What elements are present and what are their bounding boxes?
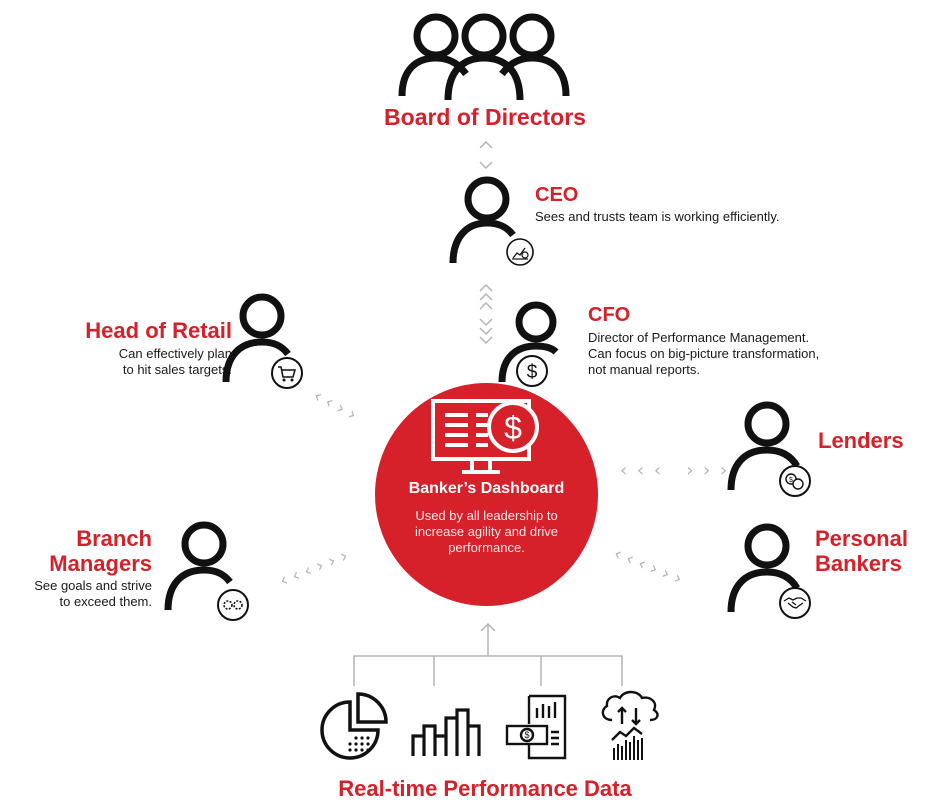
hub-desc-line: performance. <box>448 540 525 555</box>
branch-desc: See goals and strive to exceed them. <box>0 578 152 610</box>
hub-title: Banker’s Dashboard <box>408 480 565 497</box>
analytics-badge-icon <box>506 238 534 266</box>
svg-text:$: $ <box>504 410 522 446</box>
data-connector-tree <box>353 622 623 686</box>
branch-title-line: Managers <box>49 551 152 576</box>
head-retail-desc-line: Can effectively plan <box>118 346 232 361</box>
lenders-person-icon <box>727 401 801 491</box>
branch-title: Branch Managers <box>10 526 152 576</box>
head-retail-desc: Can effectively plan to hit sales target… <box>40 346 232 378</box>
connector-personal-hub: ‹ ‹ ‹ › › › <box>610 543 686 590</box>
cfo-title: CFO <box>588 304 631 326</box>
dashboard-monitor-icon: $ <box>431 399 539 474</box>
head-retail-desc-line: to hit sales targets. <box>122 362 232 377</box>
branch-desc-line: See goals and strive <box>34 578 152 593</box>
financial-report-icon: $ <box>505 694 567 760</box>
handshake-badge-icon <box>779 587 811 619</box>
svg-text:$: $ <box>527 362 538 383</box>
branch-desc-line: to exceed them. <box>59 594 153 609</box>
bankers-dashboard-hub <box>375 383 598 606</box>
connector-retail-hub: ‹ ‹ › › <box>309 385 361 426</box>
board-people-icon <box>398 13 570 101</box>
ceo-title: CEO <box>535 184 579 206</box>
cfo-desc-line: Director of Performance Management. <box>588 330 810 345</box>
personal-title-line: Bankers <box>815 551 902 576</box>
personal-title-line: Personal <box>815 526 908 551</box>
connector-branch-hub: ‹ ‹ ‹ › › › <box>276 545 352 592</box>
cloud-data-icon <box>601 690 659 760</box>
svg-text:$: $ <box>524 730 529 740</box>
personal-bankers-person-icon <box>727 523 801 613</box>
dollar-badge-icon: $ <box>516 355 548 387</box>
cfo-desc: Director of Performance Management. Can … <box>588 330 918 378</box>
branch-title-line: Branch <box>76 526 152 551</box>
cart-badge-icon <box>271 357 303 389</box>
bar-chart-icon <box>411 708 481 756</box>
connector-lenders-hub: ‹ ‹ ‹ › › › <box>620 460 730 481</box>
head-retail-person-icon <box>222 293 291 383</box>
ceo-person-icon <box>449 176 516 264</box>
coins-badge-icon: $ <box>779 465 811 497</box>
cfo-desc-line: not manual reports. <box>588 362 701 377</box>
gears-badge-icon <box>217 589 249 621</box>
svg-text:$: $ <box>789 477 793 484</box>
ceo-desc: Sees and trusts team is working efficien… <box>535 209 780 224</box>
head-retail-title: Head of Retail <box>85 318 232 343</box>
hub-desc: Used by all leadership to increase agili… <box>395 508 578 556</box>
cfo-person-icon <box>498 301 559 383</box>
personal-title: Personal Bankers <box>815 526 908 576</box>
connector-ceo-hub <box>479 283 493 345</box>
hub-desc-line: Used by all leadership to <box>415 508 558 523</box>
data-title: Real-time Performance Data <box>338 776 632 801</box>
hub-desc-line: increase agility and drive <box>414 524 559 539</box>
pie-chart-icon <box>320 692 388 760</box>
board-title: Board of Directors <box>384 104 586 130</box>
connector-board-ceo <box>479 140 493 170</box>
branch-person-icon <box>164 521 233 611</box>
cfo-desc-line: Can focus on big-picture transformation, <box>588 346 820 361</box>
lenders-title: Lenders <box>818 428 904 453</box>
